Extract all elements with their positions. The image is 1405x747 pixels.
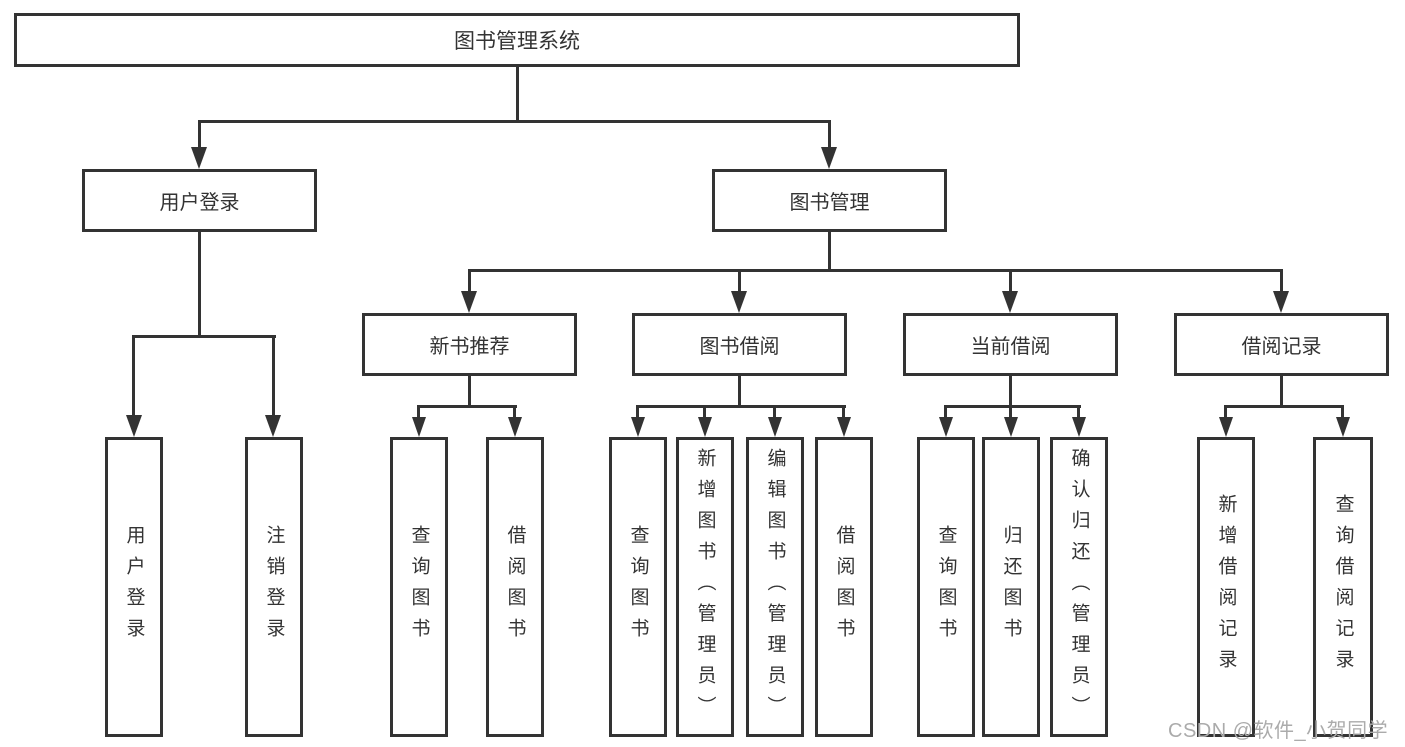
connector-level2-stem <box>738 269 741 293</box>
connector-leaf-stem <box>636 405 639 419</box>
arrowhead-icon <box>1002 291 1018 313</box>
connector-user-login-stem <box>198 120 201 147</box>
node-label: 确认归还（管理员） <box>1068 447 1090 727</box>
connector-leaf-stem <box>272 335 275 417</box>
node-label: 借阅图书 <box>504 525 526 649</box>
arrowhead-icon <box>1336 417 1350 437</box>
node-label: 查询图书 <box>408 525 430 649</box>
node-label: 当前借阅 <box>970 336 1051 358</box>
leaf-query-books-current: 查询图书 <box>917 437 975 737</box>
connector-user-login-down <box>198 232 201 335</box>
leaf-return-books: 归还图书 <box>982 437 1040 737</box>
connector-borrowing-records-splitter <box>1224 405 1344 408</box>
connector-leaf-stem <box>1341 405 1344 419</box>
node-library-management-system: 图书管理系统 <box>14 13 1020 67</box>
connector-borrowing-records-down <box>1280 376 1283 405</box>
connector-leaf-stem <box>773 405 776 419</box>
node-label: 编辑图书（管理员） <box>764 447 786 727</box>
arrowhead-icon <box>508 417 522 437</box>
arrowhead-icon <box>731 291 747 313</box>
connector-level2-stem <box>468 269 471 293</box>
arrowhead-icon <box>1273 291 1289 313</box>
node-label: 新增借阅记录 <box>1215 494 1237 680</box>
node-label: 归还图书 <box>1000 525 1022 649</box>
leaf-confirm-return-admin: 确认归还（管理员） <box>1050 437 1108 737</box>
leaf-query-books-recommend: 查询图书 <box>390 437 448 737</box>
connector-leaf-stem <box>703 405 706 419</box>
node-label: 查询图书 <box>627 525 649 649</box>
node-label: 借阅记录 <box>1241 336 1322 358</box>
node-book-borrowing: 图书借阅 <box>632 313 847 376</box>
arrowhead-icon <box>265 415 281 437</box>
node-label: 用户登录 <box>159 192 240 214</box>
arrowhead-book-management-icon <box>821 147 837 169</box>
leaf-user-login: 用户登录 <box>105 437 163 737</box>
node-label: 查询图书 <box>935 525 957 649</box>
csdn-watermark: CSDN @软件_小贺同学 <box>1168 720 1389 742</box>
connector-leaf-stem <box>1077 405 1080 419</box>
node-current-borrowing: 当前借阅 <box>903 313 1118 376</box>
node-new-book-recommendation: 新书推荐 <box>362 313 577 376</box>
leaf-borrow-books: 借阅图书 <box>815 437 873 737</box>
connector-level2-stem <box>1280 269 1283 293</box>
connector-level2-stem <box>1009 269 1012 293</box>
arrowhead-icon <box>631 417 645 437</box>
arrowhead-icon <box>1219 417 1233 437</box>
connector-book-management-down <box>828 232 831 269</box>
node-user-login: 用户登录 <box>82 169 317 232</box>
connector-leaf-stem <box>1224 405 1227 419</box>
arrowhead-icon <box>461 291 477 313</box>
leaf-logout: 注销登录 <box>245 437 303 737</box>
connector-leaf-stem <box>842 405 845 419</box>
node-label: 图书管理 <box>789 192 870 214</box>
leaf-add-borrow-record: 新增借阅记录 <box>1197 437 1255 737</box>
leaf-borrow-books-recommend: 借阅图书 <box>486 437 544 737</box>
connector-book-management-stem <box>828 120 831 147</box>
node-label: 查询借阅记录 <box>1332 494 1354 680</box>
connector-root-stem <box>516 67 519 120</box>
connector-current-borrowing-splitter <box>944 405 1081 408</box>
arrowhead-icon <box>837 417 851 437</box>
node-label: 新书推荐 <box>429 336 510 358</box>
connector-user-login-splitter <box>132 335 276 338</box>
arrowhead-icon <box>1004 417 1018 437</box>
connector-book-borrowing-down <box>738 376 741 405</box>
connector-book-management-splitter <box>468 269 1283 272</box>
arrowhead-icon <box>126 415 142 437</box>
connector-leaf-stem <box>1009 405 1012 419</box>
connector-leaf-stem <box>513 405 516 419</box>
connector-leaf-stem <box>944 405 947 419</box>
leaf-query-borrow-record: 查询借阅记录 <box>1313 437 1373 737</box>
leaf-query-books-borrowing: 查询图书 <box>609 437 667 737</box>
connector-book-borrowing-splitter <box>636 405 846 408</box>
node-label: 注销登录 <box>263 525 285 649</box>
node-label: 用户登录 <box>123 525 145 649</box>
arrowhead-user-login-icon <box>191 147 207 169</box>
arrowhead-icon <box>1072 417 1086 437</box>
leaf-edit-books-admin: 编辑图书（管理员） <box>746 437 804 737</box>
connector-new-book-splitter <box>417 405 517 408</box>
node-label: 图书管理系统 <box>454 30 580 53</box>
connector-new-book-down <box>468 376 471 405</box>
arrowhead-icon <box>768 417 782 437</box>
node-label: 借阅图书 <box>833 525 855 649</box>
leaf-add-books-admin: 新增图书（管理员） <box>676 437 734 737</box>
node-label: 图书借阅 <box>699 336 780 358</box>
arrowhead-icon <box>939 417 953 437</box>
connector-current-borrowing-down <box>1009 376 1012 405</box>
node-book-management: 图书管理 <box>712 169 947 232</box>
connector-leaf-stem <box>132 335 135 417</box>
arrowhead-icon <box>698 417 712 437</box>
arrowhead-icon <box>412 417 426 437</box>
node-label: 新增图书（管理员） <box>694 447 716 727</box>
connector-root-splitter <box>198 120 831 123</box>
node-borrowing-records: 借阅记录 <box>1174 313 1389 376</box>
connector-leaf-stem <box>417 405 420 419</box>
